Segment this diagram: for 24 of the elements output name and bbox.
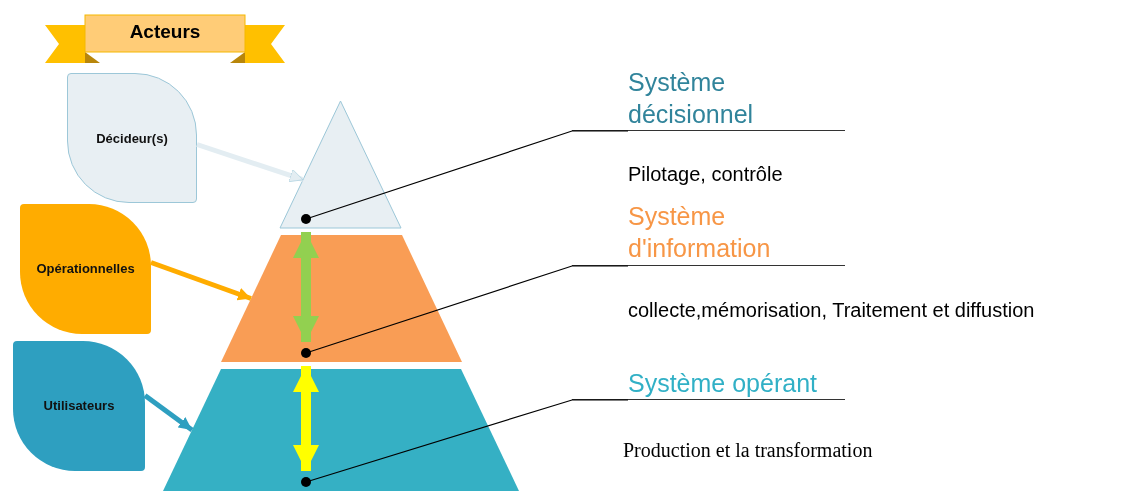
- pyramid-apex: [280, 101, 401, 228]
- actor-label: Opérationnelles: [35, 261, 136, 276]
- double-arrow: [293, 232, 319, 342]
- leader-line: [301, 399, 629, 487]
- actor-leaf: [67, 73, 197, 203]
- actor-leaf: [13, 341, 145, 471]
- arrow: [150, 260, 252, 301]
- level-title: Système d'information: [628, 200, 818, 264]
- actor-label: Utilisateurs: [42, 398, 116, 413]
- pyramid-tier: [163, 369, 519, 491]
- arrow: [196, 142, 304, 183]
- arrow: [143, 393, 194, 432]
- level-title: Système décisionnel: [628, 66, 778, 130]
- leader-line: [301, 130, 629, 224]
- pyramid-tier: [221, 235, 462, 362]
- description-text: Production et la transformation: [623, 439, 873, 462]
- double-arrow: [293, 366, 319, 471]
- actor-label: Décideur(s): [95, 131, 169, 146]
- description-text: collecte,mémorisation, Traitement et diffustion: [628, 299, 1035, 322]
- actor-leaf: [20, 204, 151, 334]
- banner-title: Acteurs: [128, 21, 202, 43]
- level-title: Système opérant: [628, 367, 817, 399]
- description-text: Pilotage, contrôle: [628, 163, 783, 186]
- leader-line: [301, 265, 629, 358]
